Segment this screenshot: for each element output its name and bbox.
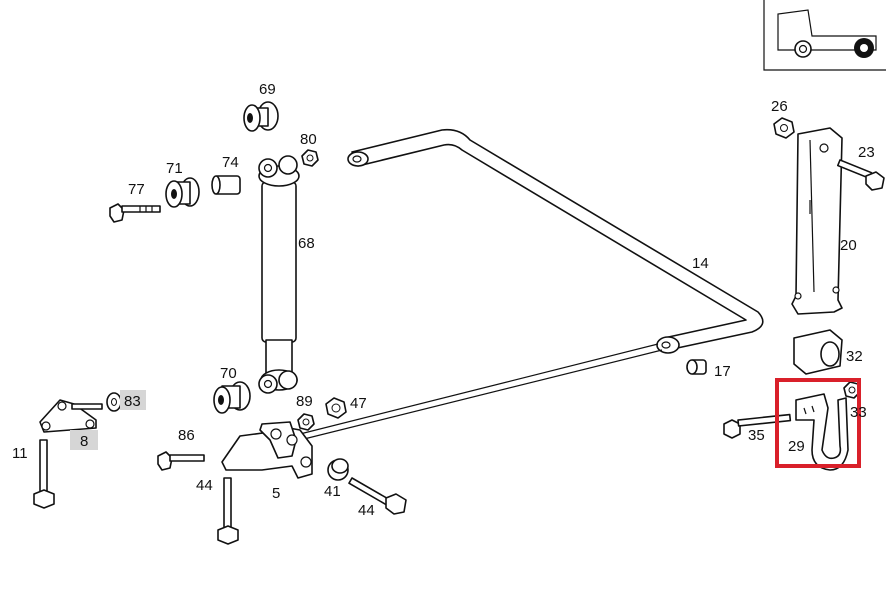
stabilizer-bar[interactable] (299, 128, 764, 441)
bolt-44-right[interactable] (348, 477, 407, 515)
sleeve-74[interactable] (211, 175, 241, 195)
rubber-bushing-32[interactable] (793, 329, 843, 375)
clamp-29[interactable] (795, 393, 849, 471)
truck-thumbnail (763, 0, 886, 71)
label-77: 77 (128, 181, 145, 198)
bushing-70[interactable] (213, 381, 251, 414)
label-47: 47 (350, 395, 367, 412)
label-89: 89 (296, 393, 313, 410)
shock-absorber[interactable] (258, 155, 300, 394)
label-44-bottom: 44 (358, 502, 375, 519)
label-20: 20 (840, 237, 857, 254)
nut-47[interactable] (325, 397, 347, 419)
bolt-77[interactable] (109, 203, 161, 223)
label-74: 74 (222, 154, 239, 171)
washer-41[interactable] (327, 458, 349, 481)
bolt-11[interactable] (33, 439, 55, 509)
bushing-69[interactable] (243, 101, 279, 132)
label-highlight-8 (70, 430, 98, 450)
label-29: 29 (788, 438, 805, 455)
label-44-left: 44 (196, 477, 213, 494)
label-17: 17 (714, 363, 731, 380)
label-41: 41 (324, 483, 341, 500)
nut-26[interactable] (773, 117, 795, 139)
label-86: 86 (178, 427, 195, 444)
label-80: 80 (300, 131, 317, 148)
label-32: 32 (846, 348, 863, 365)
bracket-5[interactable] (221, 421, 313, 479)
nut-89[interactable] (297, 413, 315, 431)
label-71: 71 (166, 160, 183, 177)
bolt-23[interactable] (836, 159, 885, 191)
label-35: 35 (748, 427, 765, 444)
nut-80[interactable] (301, 149, 319, 167)
selection-highlight-box (775, 378, 861, 468)
bolt-86[interactable] (157, 451, 205, 471)
label-5: 5 (272, 485, 280, 502)
label-33: 33 (850, 404, 867, 421)
label-11: 11 (12, 445, 28, 462)
bushing-71[interactable] (165, 177, 200, 208)
label-68: 68 (298, 235, 315, 252)
bolt-44-left[interactable] (217, 477, 239, 545)
label-14: 14 (692, 255, 709, 272)
label-23: 23 (858, 144, 875, 161)
label-70: 70 (220, 365, 237, 382)
link-arm-20[interactable] (791, 127, 843, 315)
plate-8[interactable] (39, 399, 103, 433)
bushing-17[interactable] (686, 359, 707, 375)
label-26: 26 (771, 98, 788, 115)
label-8: 8 (80, 433, 88, 450)
label-69: 69 (259, 81, 276, 98)
label-highlight-83 (120, 390, 146, 410)
label-83: 83 (124, 393, 141, 410)
washer-83[interactable] (106, 392, 122, 412)
